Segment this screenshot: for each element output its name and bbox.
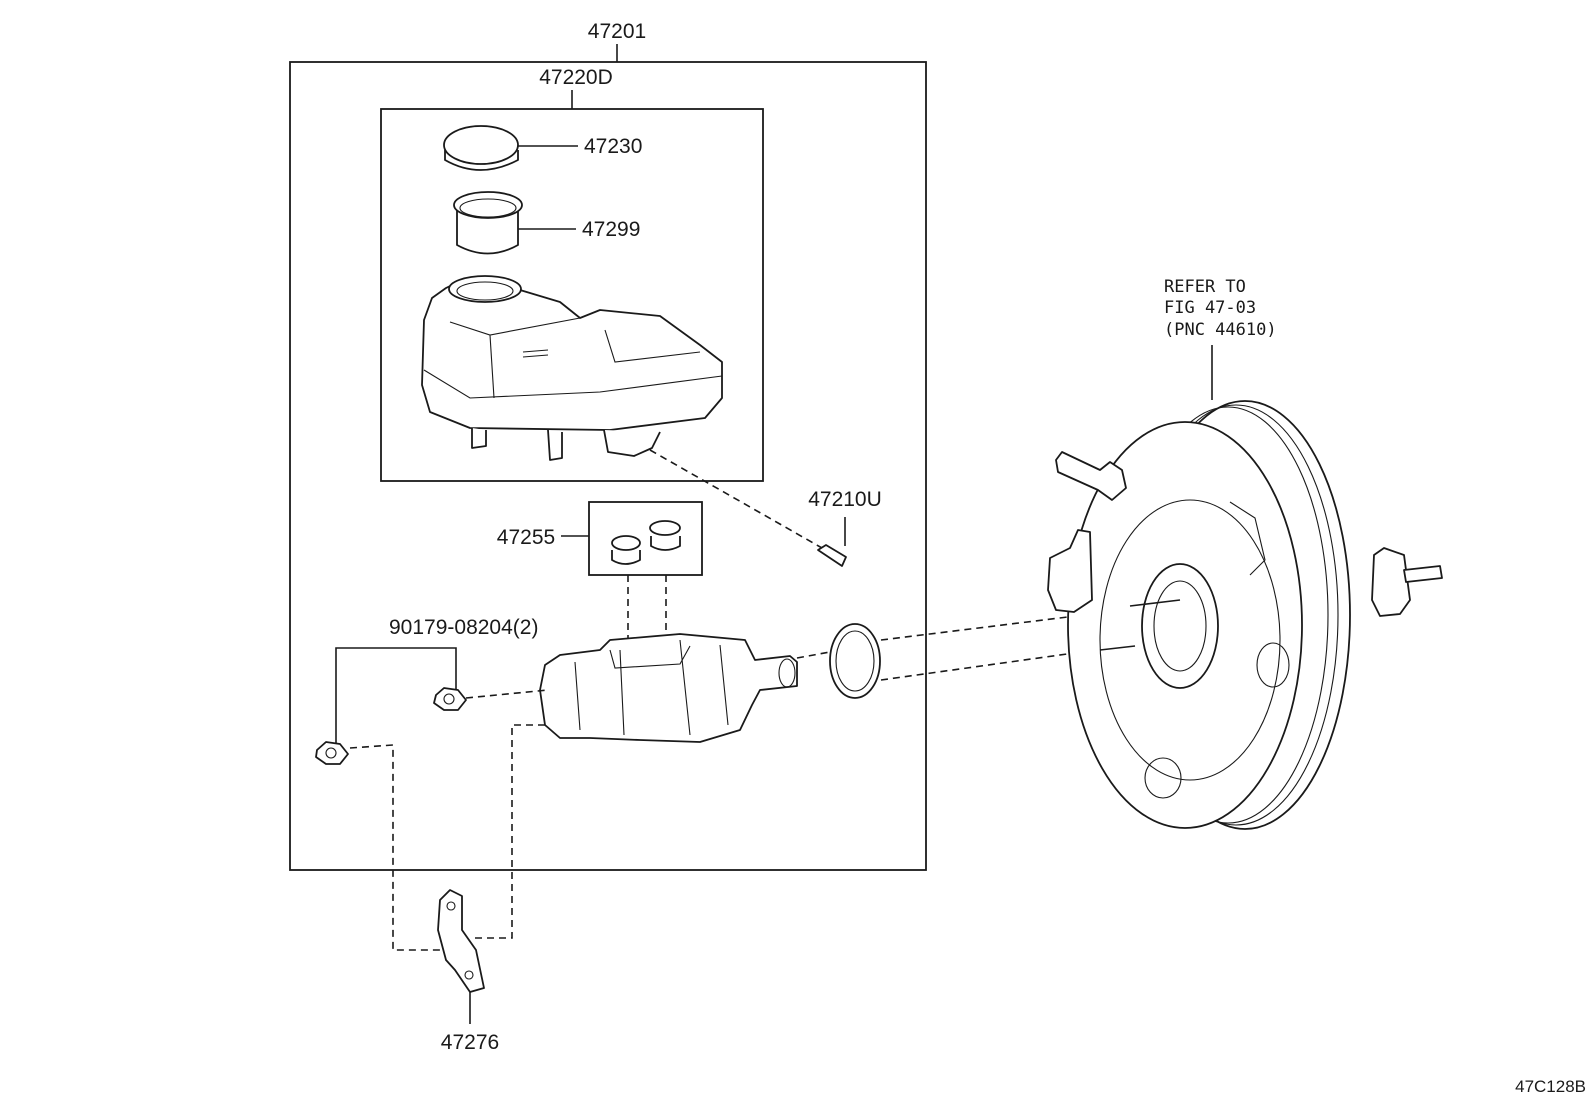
booster-vacuum-port	[1055, 451, 1127, 501]
booster-stud-1	[1129, 599, 1181, 607]
assembly-box	[289, 61, 927, 871]
booster-hub-inner	[1153, 580, 1207, 672]
cylinder-contours	[574, 639, 729, 736]
grommet-2-top	[649, 520, 681, 536]
bracket-plate	[437, 889, 485, 993]
tank-foot-mid	[547, 429, 563, 461]
tank-edges	[449, 317, 701, 399]
grommet-1-top	[611, 535, 641, 551]
cap-top	[443, 125, 519, 165]
o-ring-inner	[835, 630, 875, 692]
nut-1-hole	[443, 693, 455, 705]
tank-neck-inner	[456, 281, 514, 301]
cylinder-rod-end	[778, 658, 796, 688]
label-refer-line3[interactable]: (PNC 44610)	[1164, 320, 1277, 340]
assembly-47201-group: 47201	[289, 20, 927, 871]
bracket-hole-1	[446, 901, 456, 911]
tank-seam	[423, 369, 723, 399]
brake-booster-part: REFER TO FIG 47-03 (PNC 44610)	[1047, 277, 1443, 830]
label-refer-line2[interactable]: FIG 47-03	[1164, 298, 1256, 318]
label-refer-line1[interactable]: REFER TO	[1164, 277, 1246, 297]
strainer-rim	[453, 191, 523, 219]
tank-foot-left	[471, 428, 487, 449]
booster-center-hub	[1141, 563, 1219, 689]
nut-2-dashed-guide	[349, 744, 445, 951]
reservoir-cap-part: 47230	[443, 125, 642, 171]
bracket-hole-2	[464, 970, 474, 980]
booster-boss-low	[1144, 757, 1182, 799]
label-47230[interactable]: 47230	[584, 135, 642, 158]
label-47255[interactable]: 47255	[497, 526, 555, 549]
pin-body	[817, 544, 847, 567]
cylinder-body	[539, 633, 798, 743]
nut-1	[433, 687, 467, 711]
strainer-body	[456, 210, 519, 255]
reservoir-pin-part: 47210U	[649, 449, 882, 567]
o-ring-outer	[829, 623, 881, 699]
grommet-dashed-guides	[627, 575, 667, 650]
reservoir-47220D-group: 47220D	[380, 66, 764, 482]
pin-dashed-guide	[649, 449, 823, 549]
strainer-inner	[459, 198, 517, 218]
nut-1-dashed-guide	[465, 689, 549, 699]
figure-code: 47C128B	[1515, 1077, 1586, 1096]
reservoir-tank-part	[421, 275, 723, 461]
booster-stud-2	[1099, 645, 1136, 651]
strainer-part: 47299	[453, 191, 640, 255]
label-90179[interactable]: 90179-08204(2)	[389, 616, 538, 639]
nut-2-hole	[325, 747, 337, 759]
booster-rear-boss	[1371, 547, 1411, 617]
nut-90179-group: 90179-08204(2)	[315, 616, 549, 951]
label-47210U[interactable]: 47210U	[808, 488, 882, 511]
booster-face-ring	[1099, 499, 1281, 781]
tank-outlet	[603, 429, 661, 457]
booster-push-rod	[1403, 565, 1443, 583]
grommet-box	[588, 501, 703, 576]
grommet-1-body	[611, 550, 641, 565]
label-47220D[interactable]: 47220D	[539, 66, 613, 89]
booster-boss-right	[1256, 642, 1290, 688]
master-cylinder-part	[539, 633, 798, 743]
booster-bracket-top	[1229, 501, 1266, 576]
grommet-47255-group: 47255	[497, 501, 703, 650]
label-47276[interactable]: 47276	[441, 1031, 499, 1054]
label-47201[interactable]: 47201	[588, 20, 646, 43]
booster-valve	[1047, 529, 1093, 613]
grommet-2-body	[650, 536, 681, 551]
bracket-dashed-guide	[470, 724, 545, 939]
nut-leader	[335, 647, 457, 758]
cylinder-ports	[609, 645, 691, 669]
label-47299[interactable]: 47299	[582, 218, 640, 241]
tank-marks	[522, 349, 549, 358]
nut-2	[315, 741, 349, 765]
bracket-47276-group: 47276	[437, 889, 499, 1054]
tank-neck	[448, 275, 522, 303]
